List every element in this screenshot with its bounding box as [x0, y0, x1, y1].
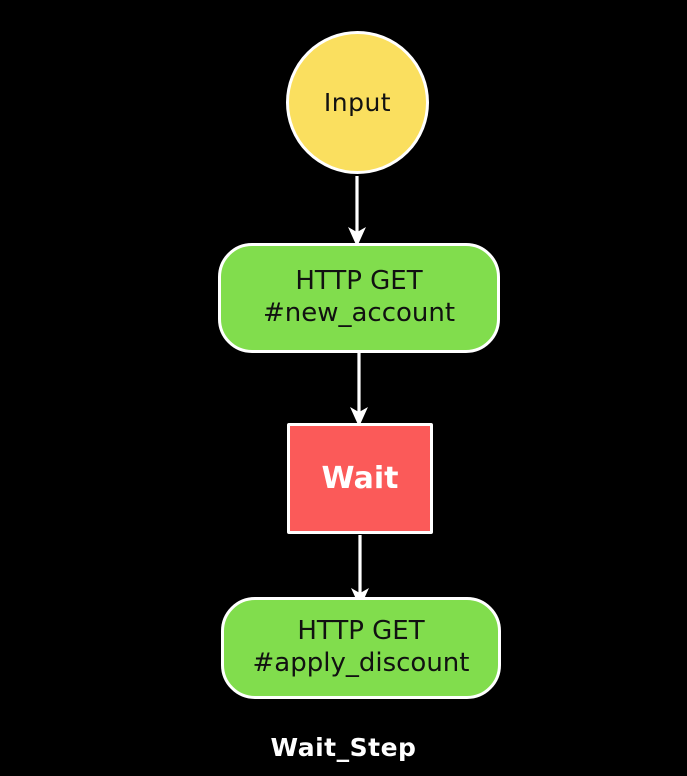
node-input[interactable]: Input: [286, 31, 429, 174]
node-http-get-apply-discount-line1: HTTP GET: [297, 616, 425, 647]
node-http-get-new-account-line2: #new_account: [262, 298, 456, 328]
node-http-get-new-account[interactable]: HTTP GET #new_account: [218, 243, 500, 353]
node-input-label: Input: [323, 88, 392, 117]
node-http-get-apply-discount[interactable]: HTTP GET #apply_discount: [221, 597, 501, 699]
diagram-caption: Wait_Step: [270, 733, 417, 762]
node-http-get-apply-discount-line2: #apply_discount: [252, 648, 470, 678]
node-http-get-new-account-line1: HTTP GET: [295, 266, 423, 297]
node-wait-label: Wait: [321, 461, 399, 496]
node-wait[interactable]: Wait: [287, 423, 433, 534]
